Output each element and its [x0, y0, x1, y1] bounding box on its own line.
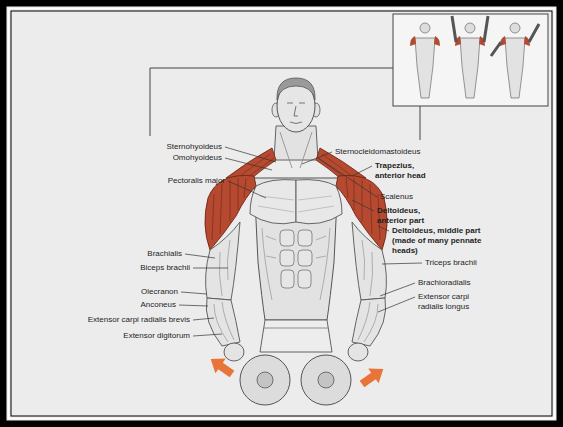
- inset-figure: [491, 24, 539, 56]
- movement-arrow: [357, 362, 389, 392]
- muscle-label: Triceps brachii: [425, 258, 477, 268]
- hips: [260, 320, 332, 352]
- movement-arrow: [206, 352, 238, 382]
- leader-line: [378, 297, 415, 312]
- inset-figure: [491, 23, 539, 98]
- muscle-label: Brachialis: [147, 249, 182, 259]
- leader-line: [380, 283, 415, 296]
- leader-line: [193, 318, 214, 320]
- muscle-label: Trapezius, anterior head: [375, 161, 437, 181]
- face: [287, 103, 305, 124]
- muscle-label: Biceps brachii: [140, 263, 190, 273]
- bracket-line: [420, 106, 421, 140]
- muscle-label: Sternocleidomastoideus: [335, 147, 420, 157]
- muscle-label: Deltoideus, middle part (made of many pe…: [392, 226, 504, 256]
- inset-figure: [452, 16, 488, 42]
- inset-figure: [500, 23, 530, 98]
- muscle-label: Scalenus: [380, 192, 413, 202]
- muscle-label: Anconeus: [140, 300, 176, 310]
- leader-line: [185, 254, 215, 258]
- leader-line: [318, 158, 377, 197]
- sternocleidomastoid: [280, 132, 312, 168]
- dumbbell: [240, 355, 290, 405]
- inset-box: [393, 14, 548, 106]
- leader-line: [302, 152, 332, 164]
- muscle-label: Pectoralis major: [168, 176, 225, 186]
- muscle-label: Sternohyoideus: [166, 142, 222, 152]
- leader-line: [352, 166, 372, 176]
- leader-line: [225, 158, 272, 170]
- muscle-label: Brachioradialis: [418, 278, 470, 288]
- body-right: [296, 148, 387, 361]
- leader-line: [228, 181, 266, 198]
- muscle-label: Omohyoideus: [173, 153, 222, 163]
- muscle-label: Extensor digitorum: [123, 331, 190, 341]
- dumbbell: [318, 372, 334, 388]
- leader-line: [179, 305, 208, 306]
- leader-line: [378, 226, 389, 231]
- frame-inner: [11, 11, 552, 416]
- waistband: [264, 328, 328, 329]
- leader-line: [193, 268, 228, 269]
- bracket-line: [150, 68, 393, 136]
- muscle-label: Deltoideus, anterior part: [377, 206, 439, 226]
- leader-line: [181, 292, 207, 294]
- inset-figure: [452, 16, 488, 98]
- leader-line: [382, 263, 422, 264]
- inset-figure: [455, 23, 485, 98]
- inset-figure: [410, 23, 440, 98]
- frame-inner: [9, 9, 555, 419]
- hair: [277, 78, 315, 100]
- dumbbell: [257, 372, 273, 388]
- leader-line: [352, 200, 374, 211]
- leader-line: [193, 334, 222, 336]
- muscle-label: Olecranon: [141, 287, 178, 297]
- frame: [3, 3, 560, 424]
- muscle-label: Extensor carpi radialis longus: [418, 292, 490, 312]
- dumbbell: [301, 355, 351, 405]
- muscle-label: Extensor carpi radialis brevis: [88, 315, 190, 325]
